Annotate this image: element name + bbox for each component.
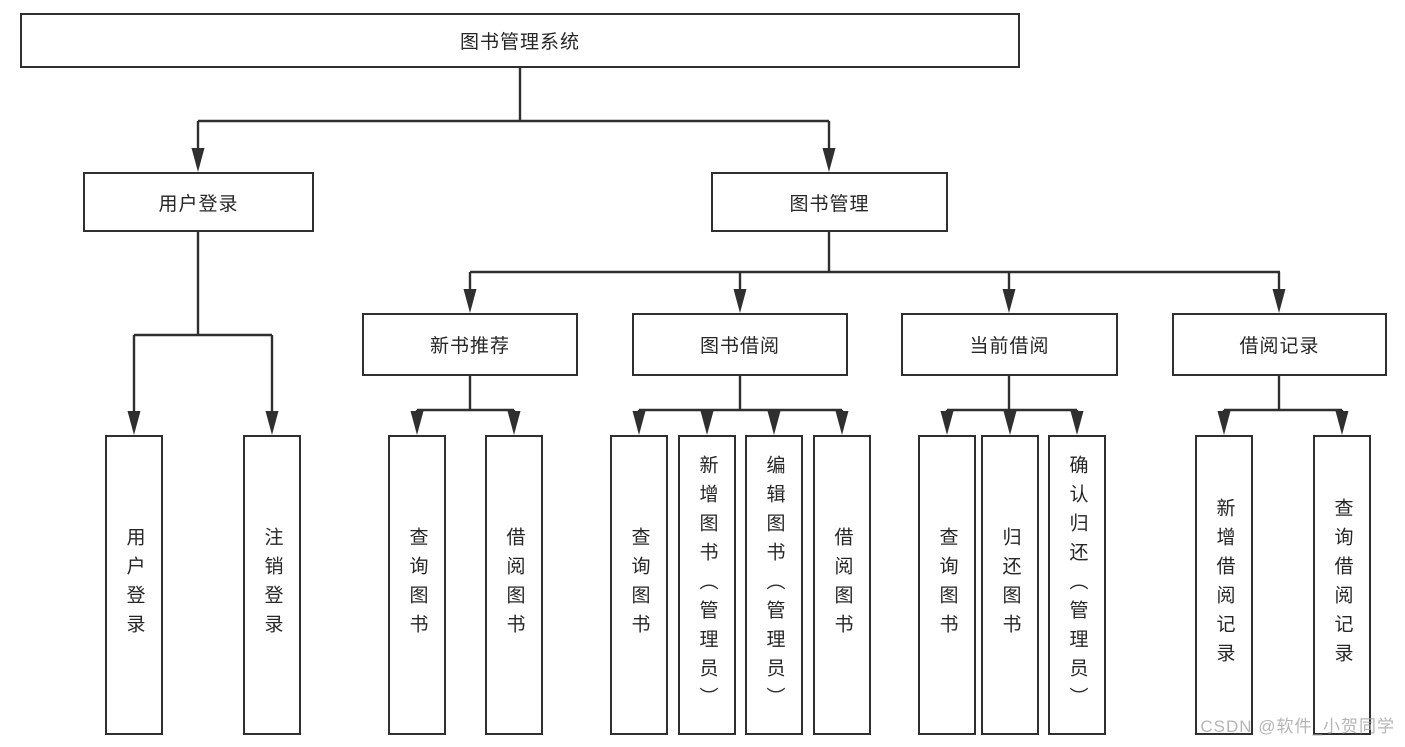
arrowhead-icon — [1003, 411, 1017, 435]
node-leaf-logout: 注销登录 — [243, 435, 301, 735]
arrowhead-icon — [767, 411, 781, 435]
arrowhead-icon — [632, 411, 646, 435]
node-label-borrow-borrow-books: 借阅图书 — [831, 527, 853, 643]
node-label-recommend-borrow-books: 借阅图书 — [503, 527, 525, 643]
node-leaf-user-login: 用户登录 — [105, 435, 163, 735]
arrowhead-icon — [265, 411, 279, 435]
node-current-return-books: 归还图书 — [981, 435, 1039, 735]
node-label-book-borrowing: 图书借阅 — [699, 336, 780, 357]
node-user-login: 用户登录 — [83, 172, 314, 232]
node-current-query-books: 查询图书 — [918, 435, 976, 735]
node-label-recommend-query-books: 查询图书 — [406, 527, 428, 643]
node-borrow-borrow-books: 借阅图书 — [813, 435, 871, 735]
arrowhead-icon — [507, 411, 521, 435]
arrowhead-icon — [1002, 289, 1016, 313]
node-label-root: 图书管理系统 — [459, 32, 580, 53]
node-label-current-confirm-return-admin: 确认归还（管理员） — [1066, 454, 1088, 716]
node-label-borrow-query-books: 查询图书 — [628, 527, 650, 643]
node-label-current-query-books: 查询图书 — [936, 527, 958, 643]
node-recommend-query-books: 查询图书 — [388, 435, 446, 735]
node-label-leaf-user-login: 用户登录 — [123, 527, 145, 643]
node-borrowing-records: 借阅记录 — [1172, 313, 1387, 376]
arrowhead-icon — [1335, 411, 1349, 435]
node-book-management: 图书管理 — [711, 172, 948, 232]
arrowhead-icon — [835, 411, 849, 435]
node-label-leaf-logout: 注销登录 — [261, 527, 283, 643]
node-label-book-management: 图书管理 — [789, 193, 870, 215]
arrowhead-icon — [410, 411, 424, 435]
node-label-borrow-edit-books-admin: 编辑图书（管理员） — [763, 454, 785, 716]
arrowhead-icon — [463, 289, 477, 313]
node-label-records-add-record: 新增借阅记录 — [1213, 498, 1235, 672]
node-recommend-borrow-books: 借阅图书 — [485, 435, 543, 735]
node-current-borrowing: 当前借阅 — [901, 313, 1118, 376]
node-borrow-query-books: 查询图书 — [610, 435, 668, 735]
node-records-query-record: 查询借阅记录 — [1313, 435, 1371, 735]
arrowhead-icon — [1217, 411, 1231, 435]
node-label-new-book-recommend: 新书推荐 — [429, 336, 510, 357]
node-label-records-query-record: 查询借阅记录 — [1331, 498, 1353, 672]
arrowhead-icon — [700, 411, 714, 435]
node-label-current-return-books: 归还图书 — [999, 527, 1021, 643]
arrowhead-icon — [127, 411, 141, 435]
node-root: 图书管理系统 — [20, 13, 1020, 68]
node-new-book-recommend: 新书推荐 — [362, 313, 578, 376]
node-records-add-record: 新增借阅记录 — [1195, 435, 1253, 735]
node-borrow-edit-books-admin: 编辑图书（管理员） — [745, 435, 803, 735]
node-label-user-login: 用户登录 — [158, 193, 239, 215]
arrowhead-icon — [191, 148, 205, 172]
node-book-borrowing: 图书借阅 — [632, 313, 848, 376]
node-label-current-borrowing: 当前借阅 — [969, 336, 1050, 357]
arrowhead-icon — [940, 411, 954, 435]
node-label-borrowing-records: 借阅记录 — [1239, 336, 1320, 357]
arrowhead-icon — [1272, 289, 1286, 313]
arrowhead-icon — [822, 148, 836, 172]
node-borrow-add-books-admin: 新增图书（管理员） — [678, 435, 736, 735]
node-label-borrow-add-books-admin: 新增图书（管理员） — [696, 454, 718, 716]
arrowhead-icon — [733, 289, 747, 313]
arrowhead-icon — [1070, 411, 1084, 435]
node-current-confirm-return-admin: 确认归还（管理员） — [1048, 435, 1106, 735]
